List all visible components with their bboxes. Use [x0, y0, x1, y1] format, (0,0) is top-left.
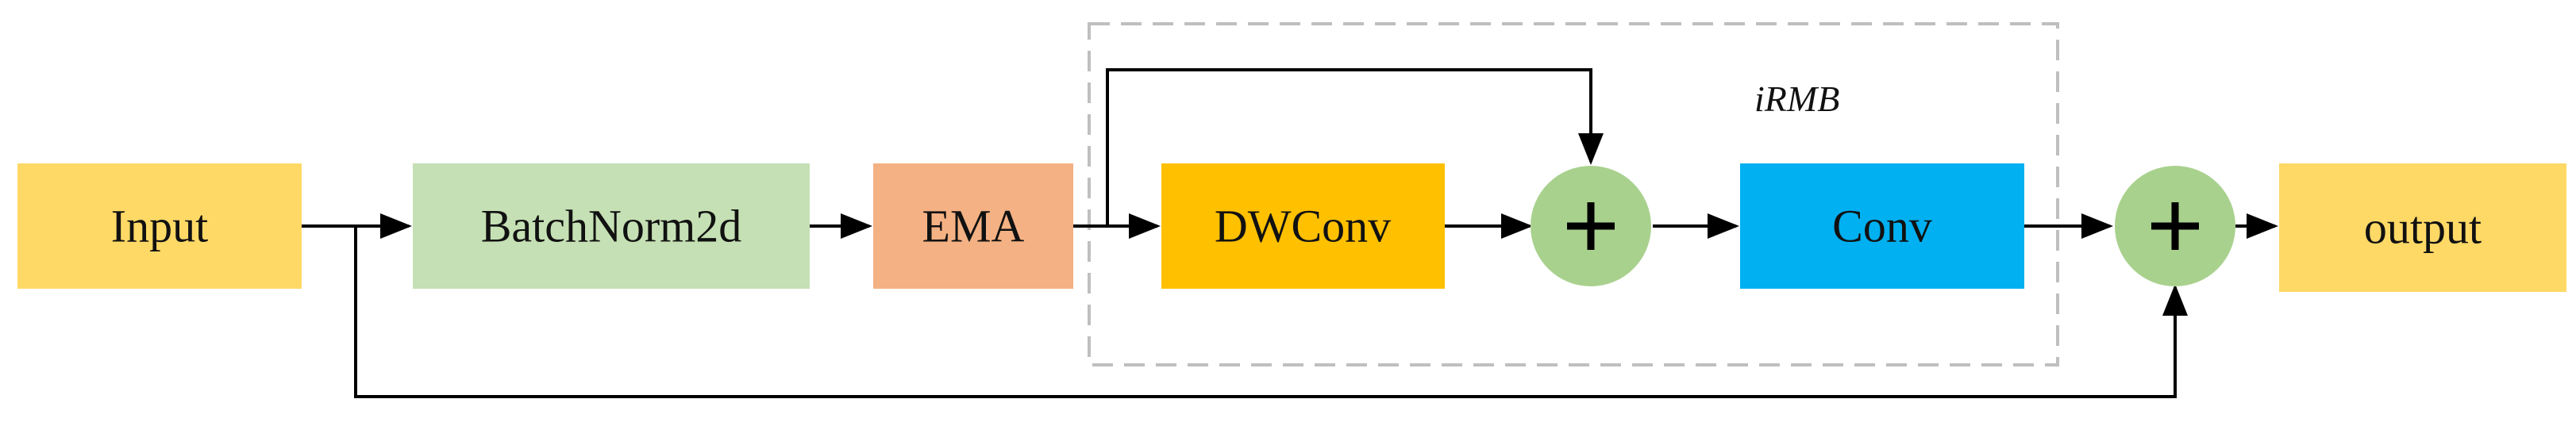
node-ema: EMA [873, 163, 1073, 289]
node-batchnorm-label: BatchNorm2d [481, 201, 742, 252]
node-input: Input [17, 163, 302, 289]
node-add-1 [1531, 166, 1651, 286]
plus-icon [2151, 202, 2199, 250]
node-ema-box [873, 163, 1073, 289]
node-conv-box [1740, 163, 2024, 289]
node-output-box [2279, 163, 2566, 292]
node-output: output [2279, 163, 2566, 292]
node-input-label: Input [111, 201, 208, 252]
node-conv-label: Conv [1832, 201, 1932, 252]
node-dwconv: DWConv [1161, 163, 1445, 289]
edge-ema-skip-to-add1 [1073, 68, 1604, 228]
node-batchnorm-box [413, 163, 810, 289]
irmb-group-border [1088, 22, 2059, 366]
node-ema-label: EMA [922, 201, 1025, 252]
edges [302, 68, 2278, 398]
node-batchnorm: BatchNorm2d [413, 163, 810, 289]
irmb-group: iRMB [1088, 22, 2059, 366]
node-add-2 [2115, 166, 2235, 286]
node-input-box [17, 163, 302, 289]
edge-input-skip-to-add2 [354, 226, 2188, 398]
node-dwconv-box [1161, 163, 1445, 289]
node-conv: Conv [1740, 163, 2024, 289]
plus-icon [1567, 202, 1615, 250]
node-dwconv-label: DWConv [1215, 201, 1391, 252]
node-output-label: output [2364, 202, 2482, 254]
irmb-group-label: iRMB [1754, 79, 1839, 119]
